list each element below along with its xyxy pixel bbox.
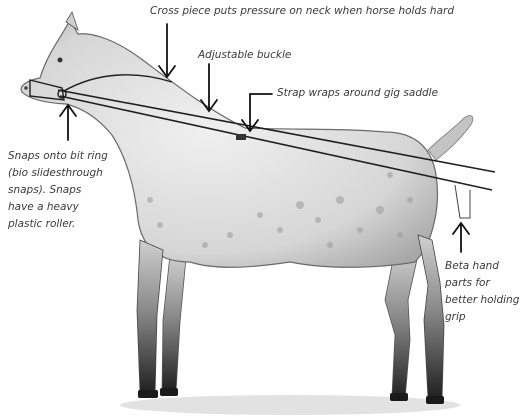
beta-hand-loop	[455, 185, 470, 218]
arrow-strap	[250, 94, 272, 130]
strap-wraps-label: Strap wraps around gig saddle	[277, 86, 438, 101]
adjustable-buckle-label: Adjustable buckle	[198, 48, 291, 63]
horse-eye	[58, 58, 63, 63]
cross-piece-label: Cross piece puts pressure on neck when h…	[150, 4, 454, 19]
buckle-mark	[236, 134, 246, 140]
near-hind-leg	[418, 235, 444, 400]
horse-nostril	[24, 86, 28, 90]
near-fore-leg	[137, 240, 163, 395]
far-fore-leg	[162, 255, 186, 392]
beta-hand-parts-label: Beta hand parts for better holding grip	[445, 258, 520, 326]
far-hind-leg	[385, 250, 418, 400]
snaps-label: Snaps onto bit ring (bio slidesthrough s…	[8, 148, 108, 233]
ground-shadow	[120, 395, 460, 415]
horse-tail	[428, 116, 473, 160]
